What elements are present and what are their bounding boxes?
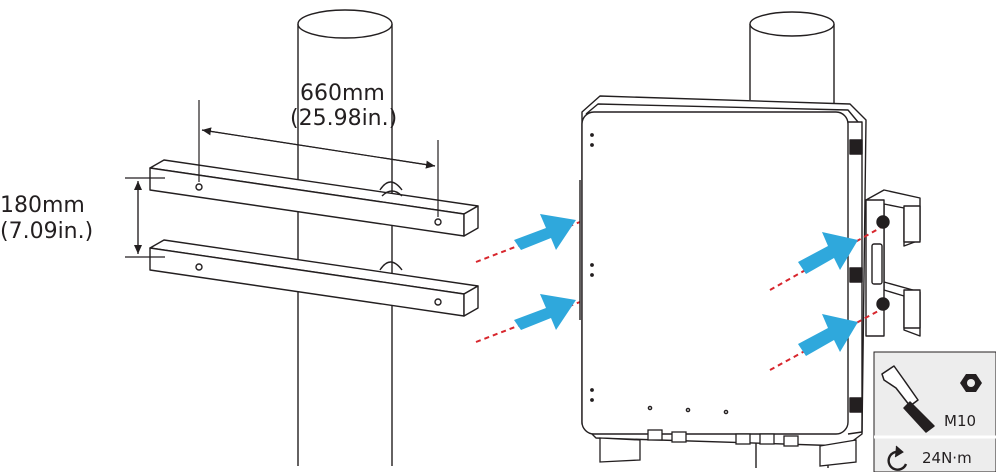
width-dimension	[198, 100, 439, 217]
torque-label: 24N·m	[922, 449, 972, 467]
right-pole	[749, 11, 835, 468]
hex-nut-icon	[960, 374, 982, 392]
left-pole	[297, 9, 393, 466]
side-mounting-bracket	[865, 189, 921, 337]
rotate-clockwise-icon	[887, 445, 908, 471]
height-dimension-metric: 180mm	[0, 193, 85, 218]
bolt-size-label: M10	[944, 412, 976, 430]
tool-spec-panel: M10 24N·m	[873, 351, 996, 472]
height-dimension	[125, 177, 165, 258]
right-install-arrows	[769, 227, 881, 371]
width-dimension-imperial: (25.98in.)	[290, 106, 397, 131]
lower-mounting-bracket	[149, 239, 479, 317]
width-dimension-metric: 660mm	[300, 81, 385, 106]
inverter-unit	[579, 95, 867, 447]
height-dimension-imperial: (7.09in.)	[0, 219, 93, 244]
socket-wrench-icon	[881, 365, 935, 433]
left-install-arrows	[475, 214, 581, 343]
upper-mounting-bracket	[149, 159, 479, 237]
inverter-bottom-connectors	[599, 429, 857, 467]
